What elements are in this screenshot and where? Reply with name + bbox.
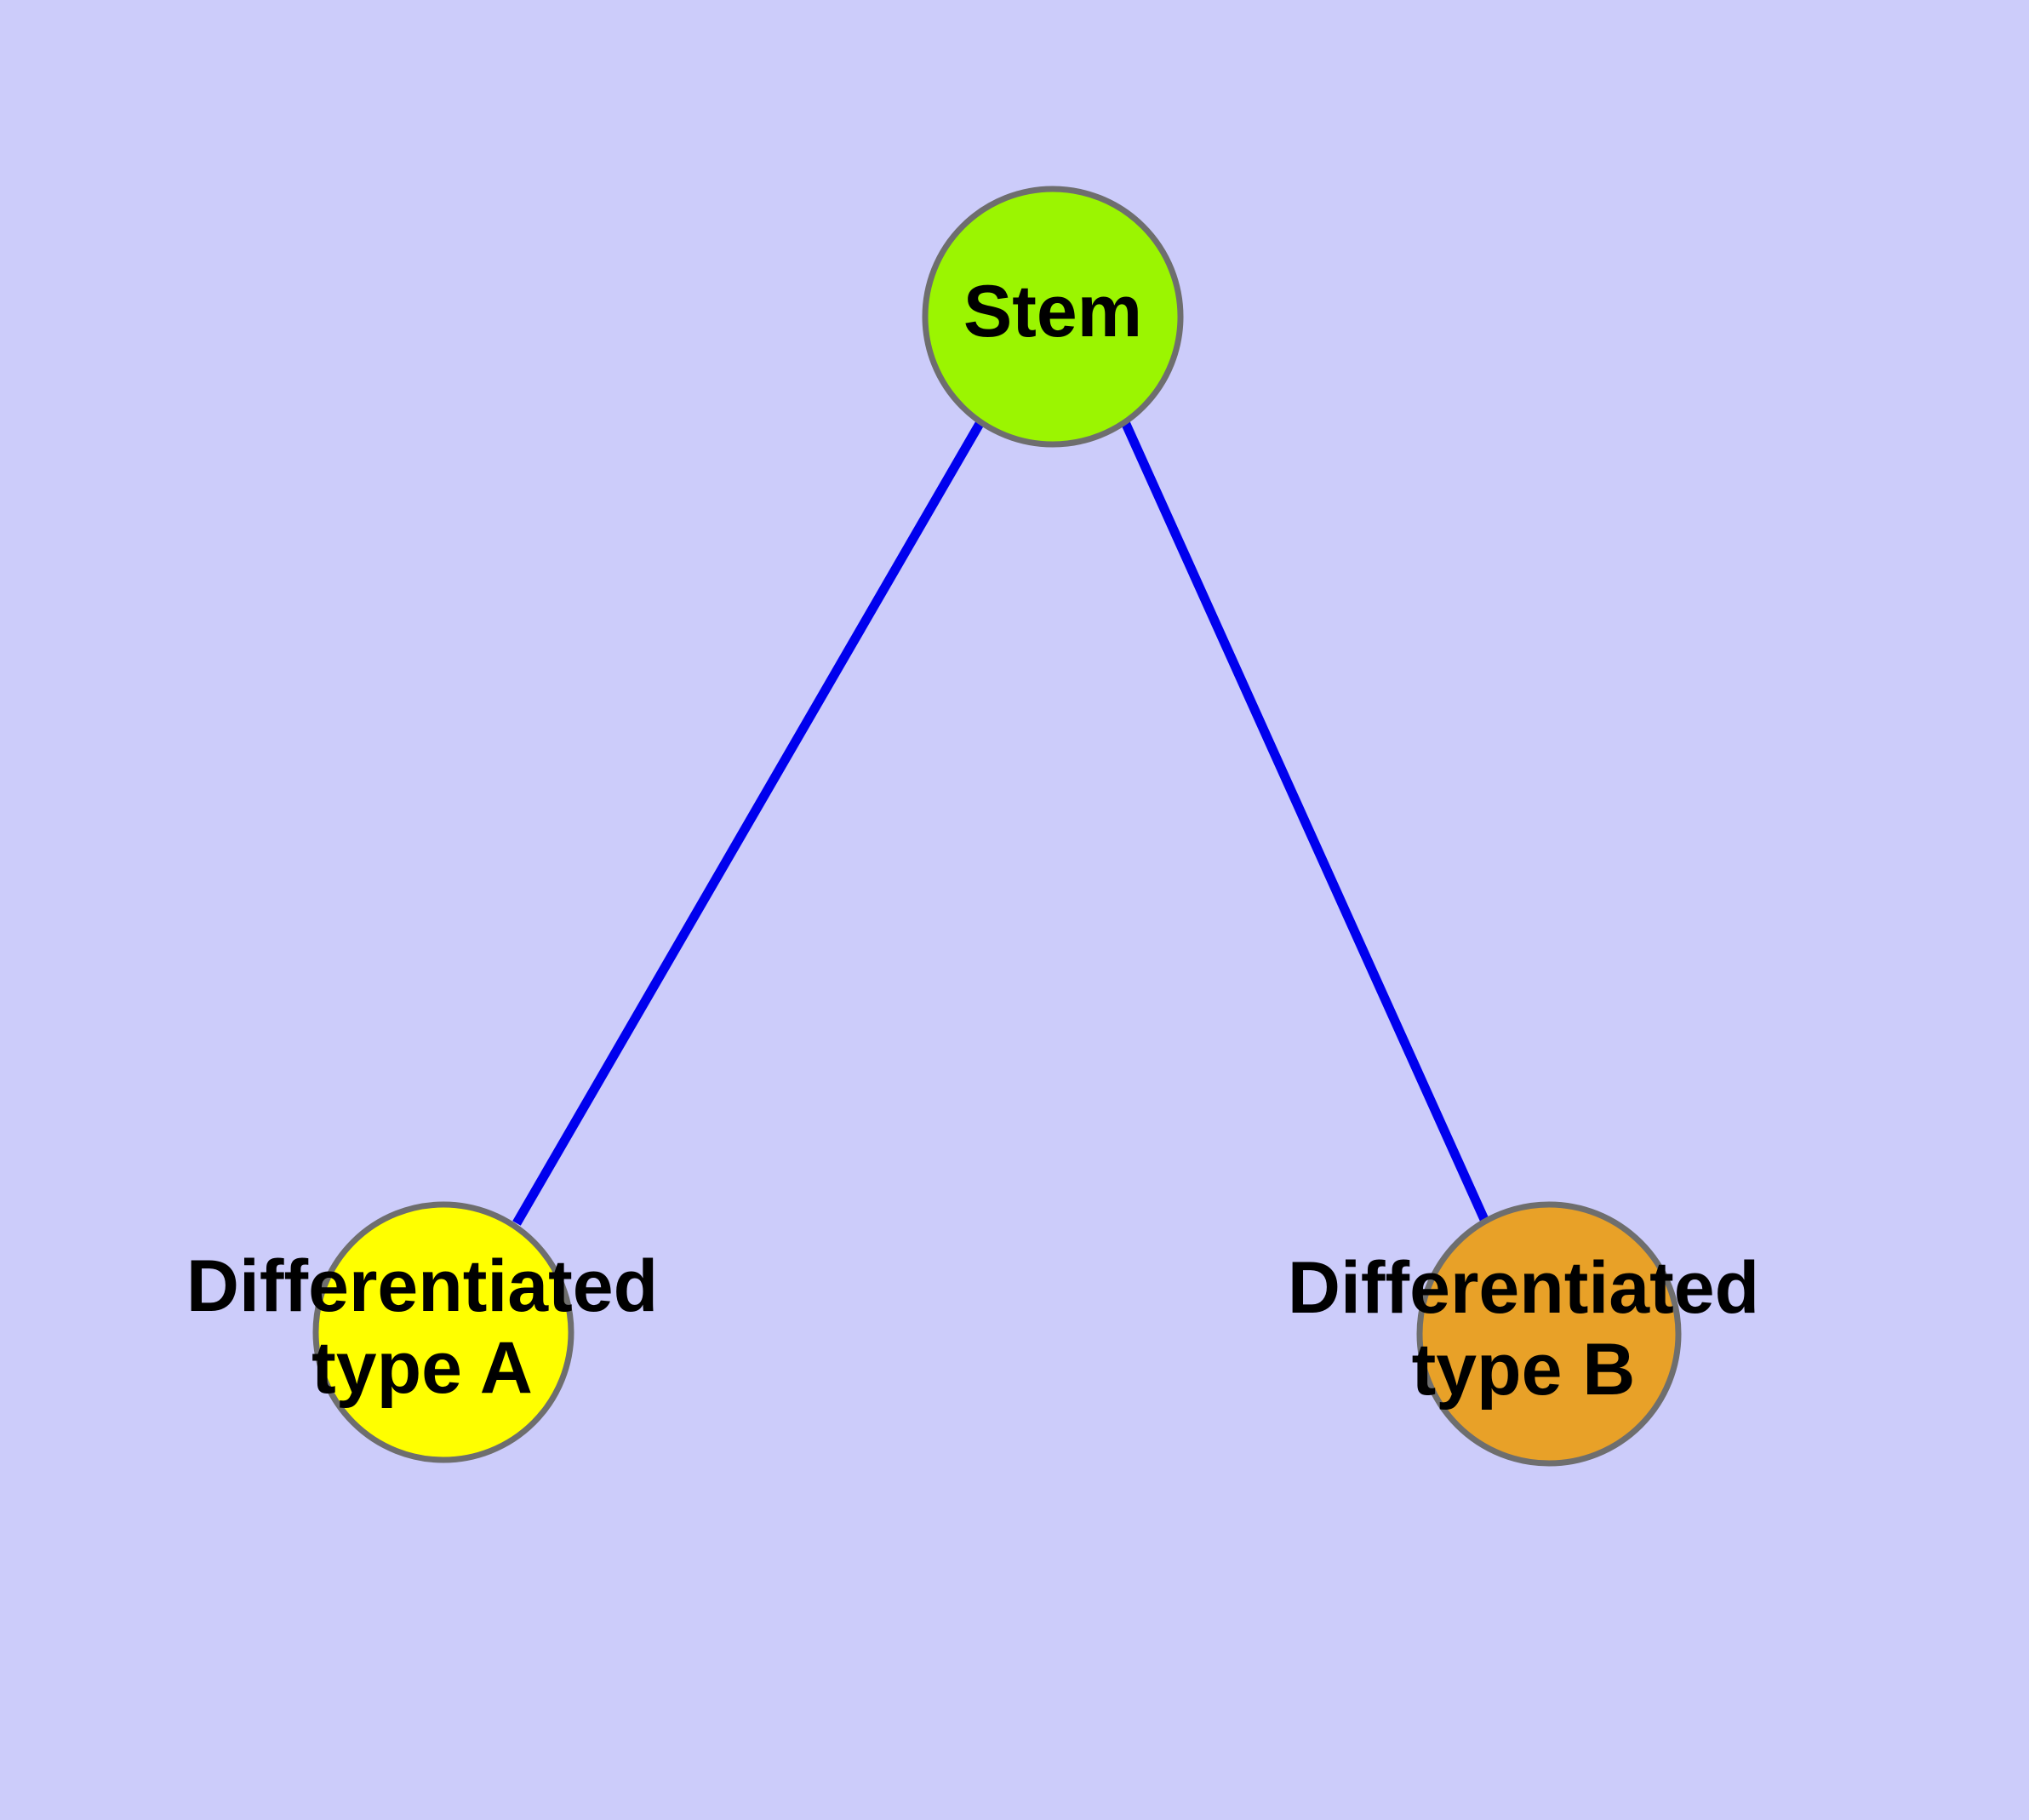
node-label-line: Differentiated [1288,1247,1759,1329]
node-label-line: Stem [963,271,1142,352]
edge-stem-to-diff_a[interactable] [512,420,985,1226]
node-stem[interactable]: Stem [922,186,1184,448]
node-label-line: type A [311,1327,533,1409]
node-label-stem: Stem [963,271,1142,352]
node-label-line: type B [1412,1329,1636,1411]
node-label-line: Differentiated [186,1245,658,1327]
node-circle-diff_a[interactable] [312,1201,574,1463]
edge-stem-to-diff_b[interactable] [1120,420,1491,1226]
node-circle-diff_b[interactable] [1416,1201,1682,1467]
node-circle-stem[interactable] [922,186,1184,448]
edges-group [512,420,1491,1226]
